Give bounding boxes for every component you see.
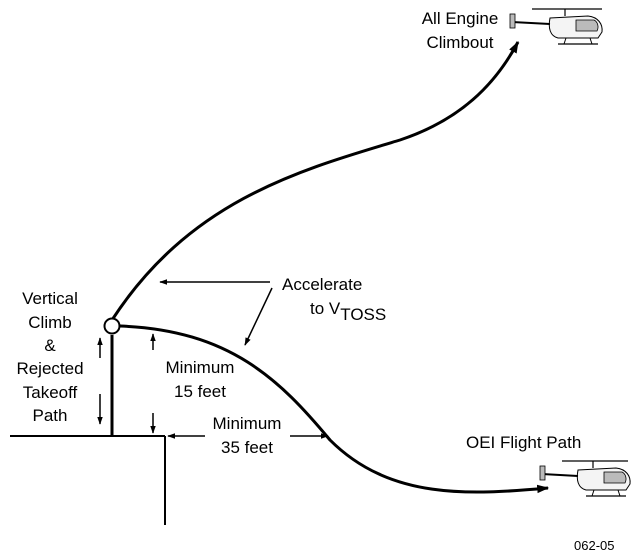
all-engine-label-line1: All Engine	[422, 9, 499, 28]
all-engine-climbout-curve	[110, 40, 520, 321]
helicopter-icon	[539, 460, 631, 497]
takeoff-decision-point	[103, 317, 121, 335]
accelerate-down-arrow	[244, 287, 273, 346]
helicopter-icon	[509, 8, 603, 45]
figure-id-label: 062-05	[574, 538, 614, 553]
min15-label-line1: Minimum	[166, 358, 235, 377]
oei-flight-path-label: OEI Flight Path	[466, 433, 581, 452]
vertical-climb-label-line5: Takeoff	[23, 383, 78, 402]
accelerate-label-line1: Accelerate	[282, 275, 362, 294]
oei-flight-path-curve	[119, 324, 550, 494]
all-engine-label-line2: Climbout	[426, 33, 493, 52]
vertical-climb-label-line4: Rejected	[16, 359, 83, 378]
vertical-climb-label-line1: Vertical	[22, 289, 78, 308]
vertical-climb-label-line3: &	[44, 336, 56, 355]
vertical-climb-label-line6: Path	[33, 406, 68, 425]
accelerate-vtoss-subscript: TOSS	[340, 305, 386, 324]
accelerate-to-v: to V	[310, 299, 341, 318]
min35-label-line2: 35 feet	[221, 438, 273, 457]
min35-label-line1: Minimum	[213, 414, 282, 433]
accelerate-label-line2: to VTOSS	[310, 299, 386, 324]
min15-label-line2: 15 feet	[174, 382, 226, 401]
vertical-climb-label-line2: Climb	[28, 313, 71, 332]
